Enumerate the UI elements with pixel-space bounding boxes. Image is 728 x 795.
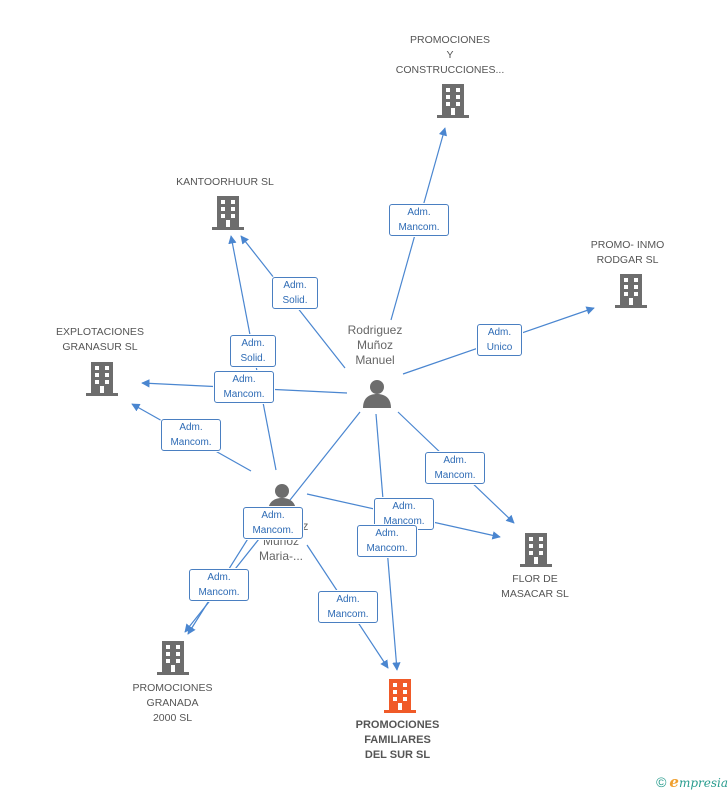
building-icon[interactable]: [86, 362, 118, 396]
edge-label: Adm. Solid.: [230, 335, 276, 367]
edge-label: Adm. Mancom.: [189, 569, 249, 601]
building-icon[interactable]: [520, 533, 552, 567]
company-label-promo-inmo-rodgar[interactable]: PROMO- INMO RODGAR SL: [590, 239, 665, 266]
company-label-kantoorhuur[interactable]: KANTOORHUUR SL: [176, 176, 274, 188]
company-label-flor-de-masacar[interactable]: FLOR DE MASACAR SL: [501, 573, 569, 600]
edge-label: Adm. Unico: [477, 324, 522, 356]
edge-label: Adm. Mancom.: [161, 419, 221, 451]
edge-label: Adm. Mancom.: [389, 204, 449, 236]
copyright-icon: ©: [656, 774, 667, 790]
person-label-rodriguez-manuel[interactable]: Rodriguez Muñoz Manuel: [347, 323, 403, 367]
person-icon[interactable]: [362, 378, 392, 408]
building-icon[interactable]: [212, 196, 244, 230]
edge-label: Adm. Mancom.: [243, 507, 303, 539]
edge-label: Adm. Mancom.: [425, 452, 485, 484]
company-label-explotaciones-granasur[interactable]: EXPLOTACIONES GRANASUR SL: [56, 326, 144, 353]
brand-logo[interactable]: empresia: [669, 773, 728, 791]
building-icon[interactable]: [615, 274, 647, 308]
company-label-promociones-granada[interactable]: PROMOCIONES GRANADA 2000 SL: [132, 682, 213, 724]
building-icon[interactable]: [157, 641, 189, 675]
brand-footer: ©empresia: [656, 773, 728, 791]
building-icon[interactable]: [437, 84, 469, 118]
company-label-promociones-familiares[interactable]: PROMOCIONES FAMILIARES DEL SUR SL: [355, 719, 440, 761]
edge-label: Adm. Mancom.: [318, 591, 378, 623]
edge-label: Adm. Mancom.: [374, 498, 434, 530]
edge-label: Adm. Mancom.: [357, 525, 417, 557]
company-label-promociones-construcciones[interactable]: PROMOCIONES Y CONSTRUCCIONES...: [395, 34, 505, 76]
edge-label: Adm. Solid.: [272, 277, 318, 309]
focus-building-icon[interactable]: [384, 679, 416, 713]
edge-label: Adm. Mancom.: [214, 371, 274, 403]
